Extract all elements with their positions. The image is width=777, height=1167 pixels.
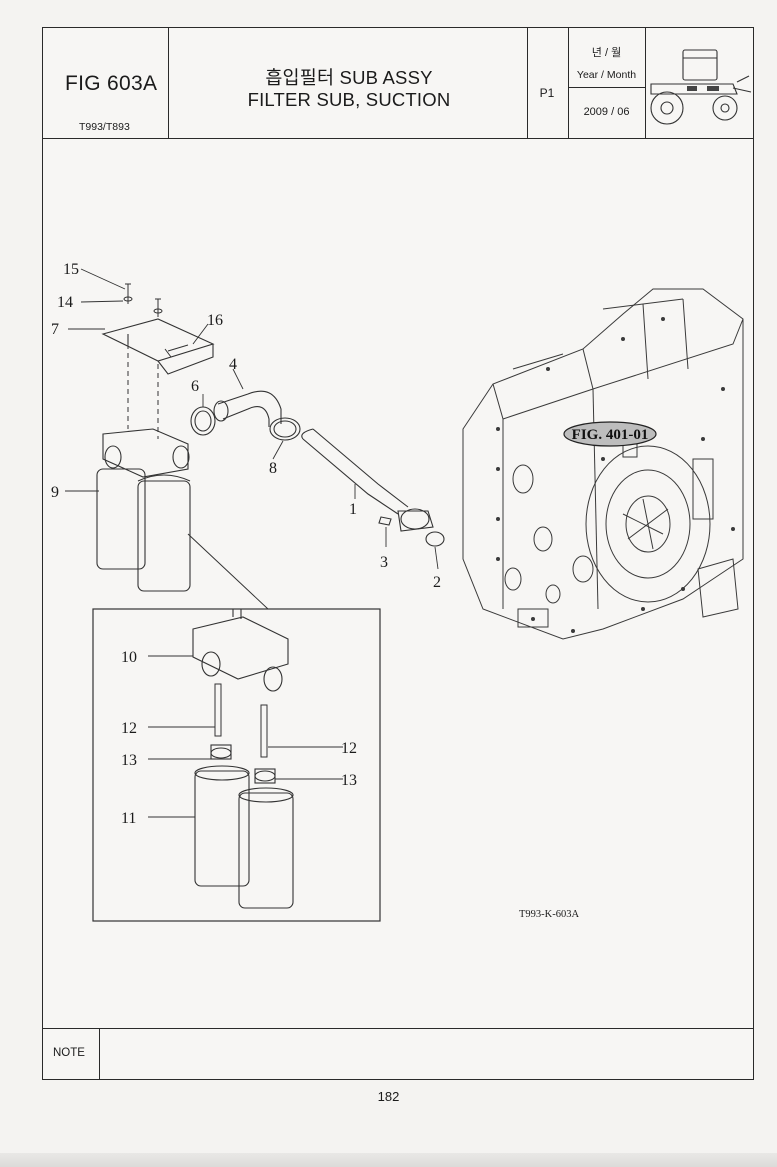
year-month-value: 2009 / 06 xyxy=(583,106,630,118)
page-number: 182 xyxy=(377,1089,400,1104)
assembly-lines xyxy=(127,344,159,439)
callout-13: 13 xyxy=(121,752,137,769)
o-ring xyxy=(425,531,445,547)
year-month-label: Year / Month xyxy=(576,69,637,81)
bracket xyxy=(101,318,215,375)
divider xyxy=(527,28,528,138)
callout-3: 3 xyxy=(380,554,388,571)
transmission-housing xyxy=(462,288,744,640)
title-korean: 흡입필터 SUB ASSY xyxy=(265,67,433,88)
callout-12: 12 xyxy=(341,740,357,757)
filter-rods xyxy=(214,683,268,758)
filter-head xyxy=(192,608,289,692)
callout-9: 9 xyxy=(51,484,59,501)
elbow-hose xyxy=(213,390,282,427)
filter-elements xyxy=(194,744,294,909)
hose-clamp xyxy=(269,417,301,441)
filter-assembly xyxy=(96,428,191,592)
leader-lines xyxy=(65,268,439,818)
note-label: NOTE xyxy=(53,1047,85,1059)
callout-7: 8 xyxy=(269,460,277,477)
callout-8: 7 xyxy=(51,321,59,338)
divider xyxy=(568,28,569,138)
callout-11: 11 xyxy=(121,810,136,827)
callout-15: 15 xyxy=(63,261,79,278)
year-month-korean: 년 / 월 xyxy=(591,47,622,59)
drawing-code: T993-K-603A xyxy=(519,909,579,920)
reference-label-fig-401-01: FIG. 401-01 xyxy=(563,421,657,447)
divider xyxy=(99,1029,100,1079)
tractor-icon xyxy=(650,49,752,125)
suction-pipe xyxy=(301,428,434,532)
scan-edge xyxy=(0,1153,777,1167)
figure-number: FIG 603A xyxy=(65,72,158,95)
hose-clamp xyxy=(190,406,216,436)
exploded-parts-drawing: FIG. 401-01 xyxy=(51,261,744,922)
title-english: FILTER SUB, SUCTION xyxy=(247,89,451,110)
callout-2: 2 xyxy=(433,574,441,591)
title-block: FIG 603A T993/T893 흡입필터 SUB ASSY FILTER … xyxy=(43,28,753,139)
callout-1: 1 xyxy=(349,501,357,518)
callout-14: 14 xyxy=(57,294,73,311)
year-month-box: 년 / 월 Year / Month 2009 / 06 xyxy=(568,28,645,138)
callout-12: 12 xyxy=(121,720,137,737)
divider xyxy=(168,28,169,138)
note-row: NOTE xyxy=(43,1028,753,1079)
callout-13: 13 xyxy=(341,772,357,789)
bolts xyxy=(123,283,189,358)
callout-6: 6 xyxy=(191,378,199,395)
page-label: P1 xyxy=(539,86,555,100)
callout-16: 16 xyxy=(207,312,223,329)
divider xyxy=(568,87,645,88)
callout-10: 10 xyxy=(121,649,137,666)
callout-4: 4 xyxy=(229,356,237,373)
page-frame: FIG 603A T993/T893 흡입필터 SUB ASSY FILTER … xyxy=(42,27,754,1080)
model-codes: T993/T893 xyxy=(79,121,130,133)
detail-leader xyxy=(93,533,270,610)
reference-label: FIG. 401-01 xyxy=(572,427,649,443)
divider xyxy=(645,28,646,138)
